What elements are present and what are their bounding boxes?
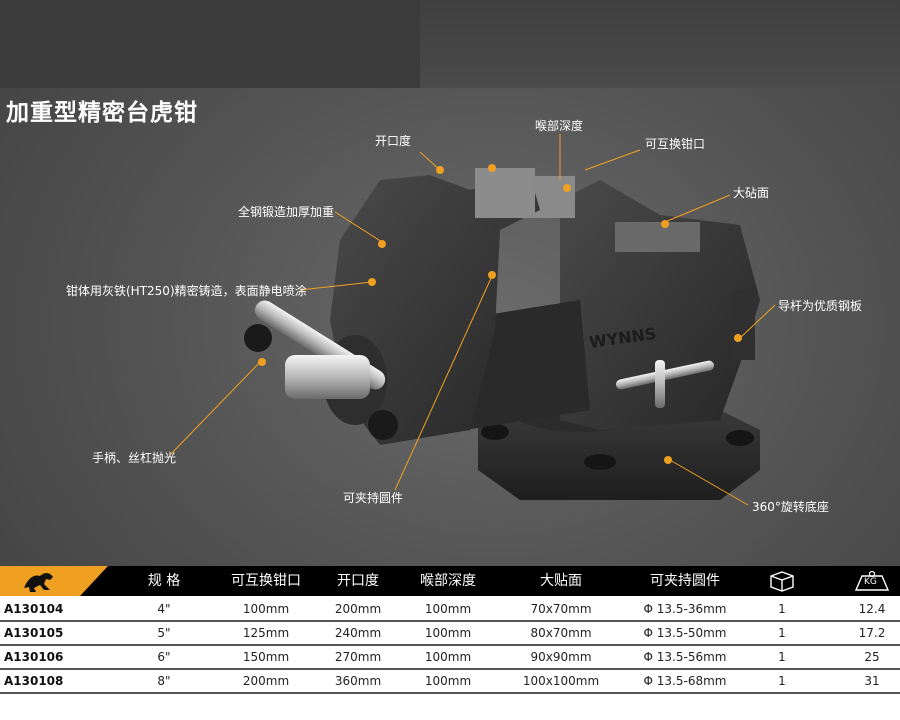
cell-qty: 1 (778, 674, 786, 688)
screw-sleeve (285, 355, 370, 399)
callout-line-opening (419, 151, 441, 171)
anvil-face (615, 222, 700, 252)
cell-opening: 240mm (334, 626, 382, 640)
cell-throat: 100mm (424, 650, 472, 664)
callout-base: 360°旋转底座 (752, 500, 829, 514)
box-icon (770, 571, 794, 592)
base-bolt-hole-right (726, 430, 754, 446)
header-opening: 开口度 (337, 573, 379, 589)
page-title: 加重型精密台虎钳 (6, 100, 198, 126)
callout-line-forged (334, 211, 383, 243)
cell-anvil: 100x100mm (522, 674, 600, 688)
lion-icon (24, 573, 53, 592)
cell-qty: 1 (778, 650, 786, 664)
callout-line-jaw (584, 149, 641, 171)
callout-line-base (669, 459, 749, 506)
callout-anvil: 大砧面 (733, 186, 770, 200)
callout-opening: 开口度 (375, 134, 412, 148)
cell-opening: 200mm (334, 602, 382, 616)
cell-pipe: Φ 13.5-68mm (643, 674, 727, 688)
header-size: 规 格 (147, 573, 181, 589)
table-body: A130104 4" 100mm 200mm 100mm 70x70mm Φ 1… (0, 596, 900, 720)
callout-line-handle (169, 359, 263, 456)
callout-dot-anvil (661, 220, 669, 228)
front-jaw-plate (475, 168, 535, 218)
table-header-bar (72, 566, 900, 596)
cell-model: A130105 (4, 626, 64, 640)
guide-plate (730, 290, 755, 360)
callout-handle: 手柄、丝杠抛光 (92, 451, 177, 465)
callout-body: 钳体用灰铁(HT250)精密铸造，表面静电喷涂 (66, 284, 307, 298)
cell-anvil: 90x90mm (530, 650, 592, 664)
cell-jaw: 125mm (242, 626, 290, 640)
table-row: A130105 5" 125mm 240mm 100mm 80x70mm Φ 1… (0, 622, 900, 646)
base-bolt-hole-front (584, 454, 616, 470)
callout-line-guide (739, 304, 776, 339)
header-pipe: 可夹持圆件 (650, 573, 720, 589)
header-throat: 喉部深度 (420, 573, 476, 589)
cell-size: 4" (157, 602, 171, 616)
weight-kg-label: KG (864, 577, 877, 587)
spec-table: 规 格 可互换钳口 开口度 喉部深度 大贴面 可夹持圆件 KG A130104 … (0, 566, 900, 720)
callout-dot-base (664, 456, 672, 464)
lock-stem (655, 360, 665, 408)
cell-weight: 31 (864, 674, 880, 688)
callout-dot-jaw (563, 184, 571, 192)
handle-knob-top (244, 324, 272, 352)
cell-throat: 100mm (424, 626, 472, 640)
cell-anvil: 70x70mm (530, 602, 592, 616)
base-bolt-hole-left (481, 424, 509, 440)
header-anvil: 大贴面 (540, 573, 582, 589)
cell-qty: 1 (778, 602, 786, 616)
cell-jaw: 100mm (242, 602, 290, 616)
handle-knob-bottom (368, 410, 398, 440)
callout-forged: 全钢锻造加厚加重 (238, 205, 335, 219)
cell-size: 8" (157, 674, 171, 688)
callout-dot-opening (436, 166, 444, 174)
callout-dot-handle (258, 358, 266, 366)
cell-size: 5" (157, 626, 171, 640)
callout-dot-throat (488, 164, 496, 172)
cell-jaw: 150mm (242, 650, 290, 664)
cell-model: A130104 (4, 602, 64, 616)
table-header-row: 规 格 可互换钳口 开口度 喉部深度 大贴面 可夹持圆件 KG (0, 566, 900, 596)
cell-pipe: Φ 13.5-36mm (643, 602, 727, 616)
callout-dot-forged (378, 240, 386, 248)
cell-pipe: Φ 13.5-50mm (643, 626, 727, 640)
callout-pipe: 可夹持圆件 (343, 491, 404, 505)
callout-throat: 喉部深度 (535, 119, 584, 133)
table-row: A130104 4" 100mm 200mm 100mm 70x70mm Φ 1… (0, 598, 900, 622)
cell-throat: 100mm (424, 674, 472, 688)
header-jaw: 可互换钳口 (231, 573, 301, 589)
cell-qty: 1 (778, 626, 786, 640)
cell-model: A130106 (4, 650, 64, 664)
cell-weight: 12.4 (858, 602, 886, 616)
callout-line-body (299, 281, 373, 291)
cell-jaw: 200mm (242, 674, 290, 688)
cell-anvil: 80x70mm (530, 626, 592, 640)
callout-dot-pipe (488, 271, 496, 279)
cell-throat: 100mm (424, 602, 472, 616)
callout-dot-body (368, 278, 376, 286)
weight-kg-icon (854, 570, 890, 591)
callout-jaw: 可互换钳口 (645, 137, 706, 151)
cell-opening: 270mm (334, 650, 382, 664)
top-panel (0, 0, 420, 88)
cell-pipe: Φ 13.5-56mm (643, 650, 727, 664)
cell-weight: 17.2 (858, 626, 886, 640)
table-row: A130108 8" 200mm 360mm 100mm 100x100mm Φ… (0, 670, 900, 694)
callout-line-anvil (664, 194, 731, 223)
callout-dot-guide (734, 334, 742, 342)
cell-size: 6" (157, 650, 171, 664)
cell-opening: 360mm (334, 674, 382, 688)
table-row: A130106 6" 150mm 270mm 100mm 90x90mm Φ 1… (0, 646, 900, 670)
callout-line-pipe (394, 275, 493, 491)
callout-guide: 导杆为优质钢板 (778, 299, 863, 313)
cell-model: A130108 (4, 674, 64, 688)
bench-vise-illustration: WYNNS (169, 134, 776, 506)
cell-weight: 25 (864, 650, 880, 664)
